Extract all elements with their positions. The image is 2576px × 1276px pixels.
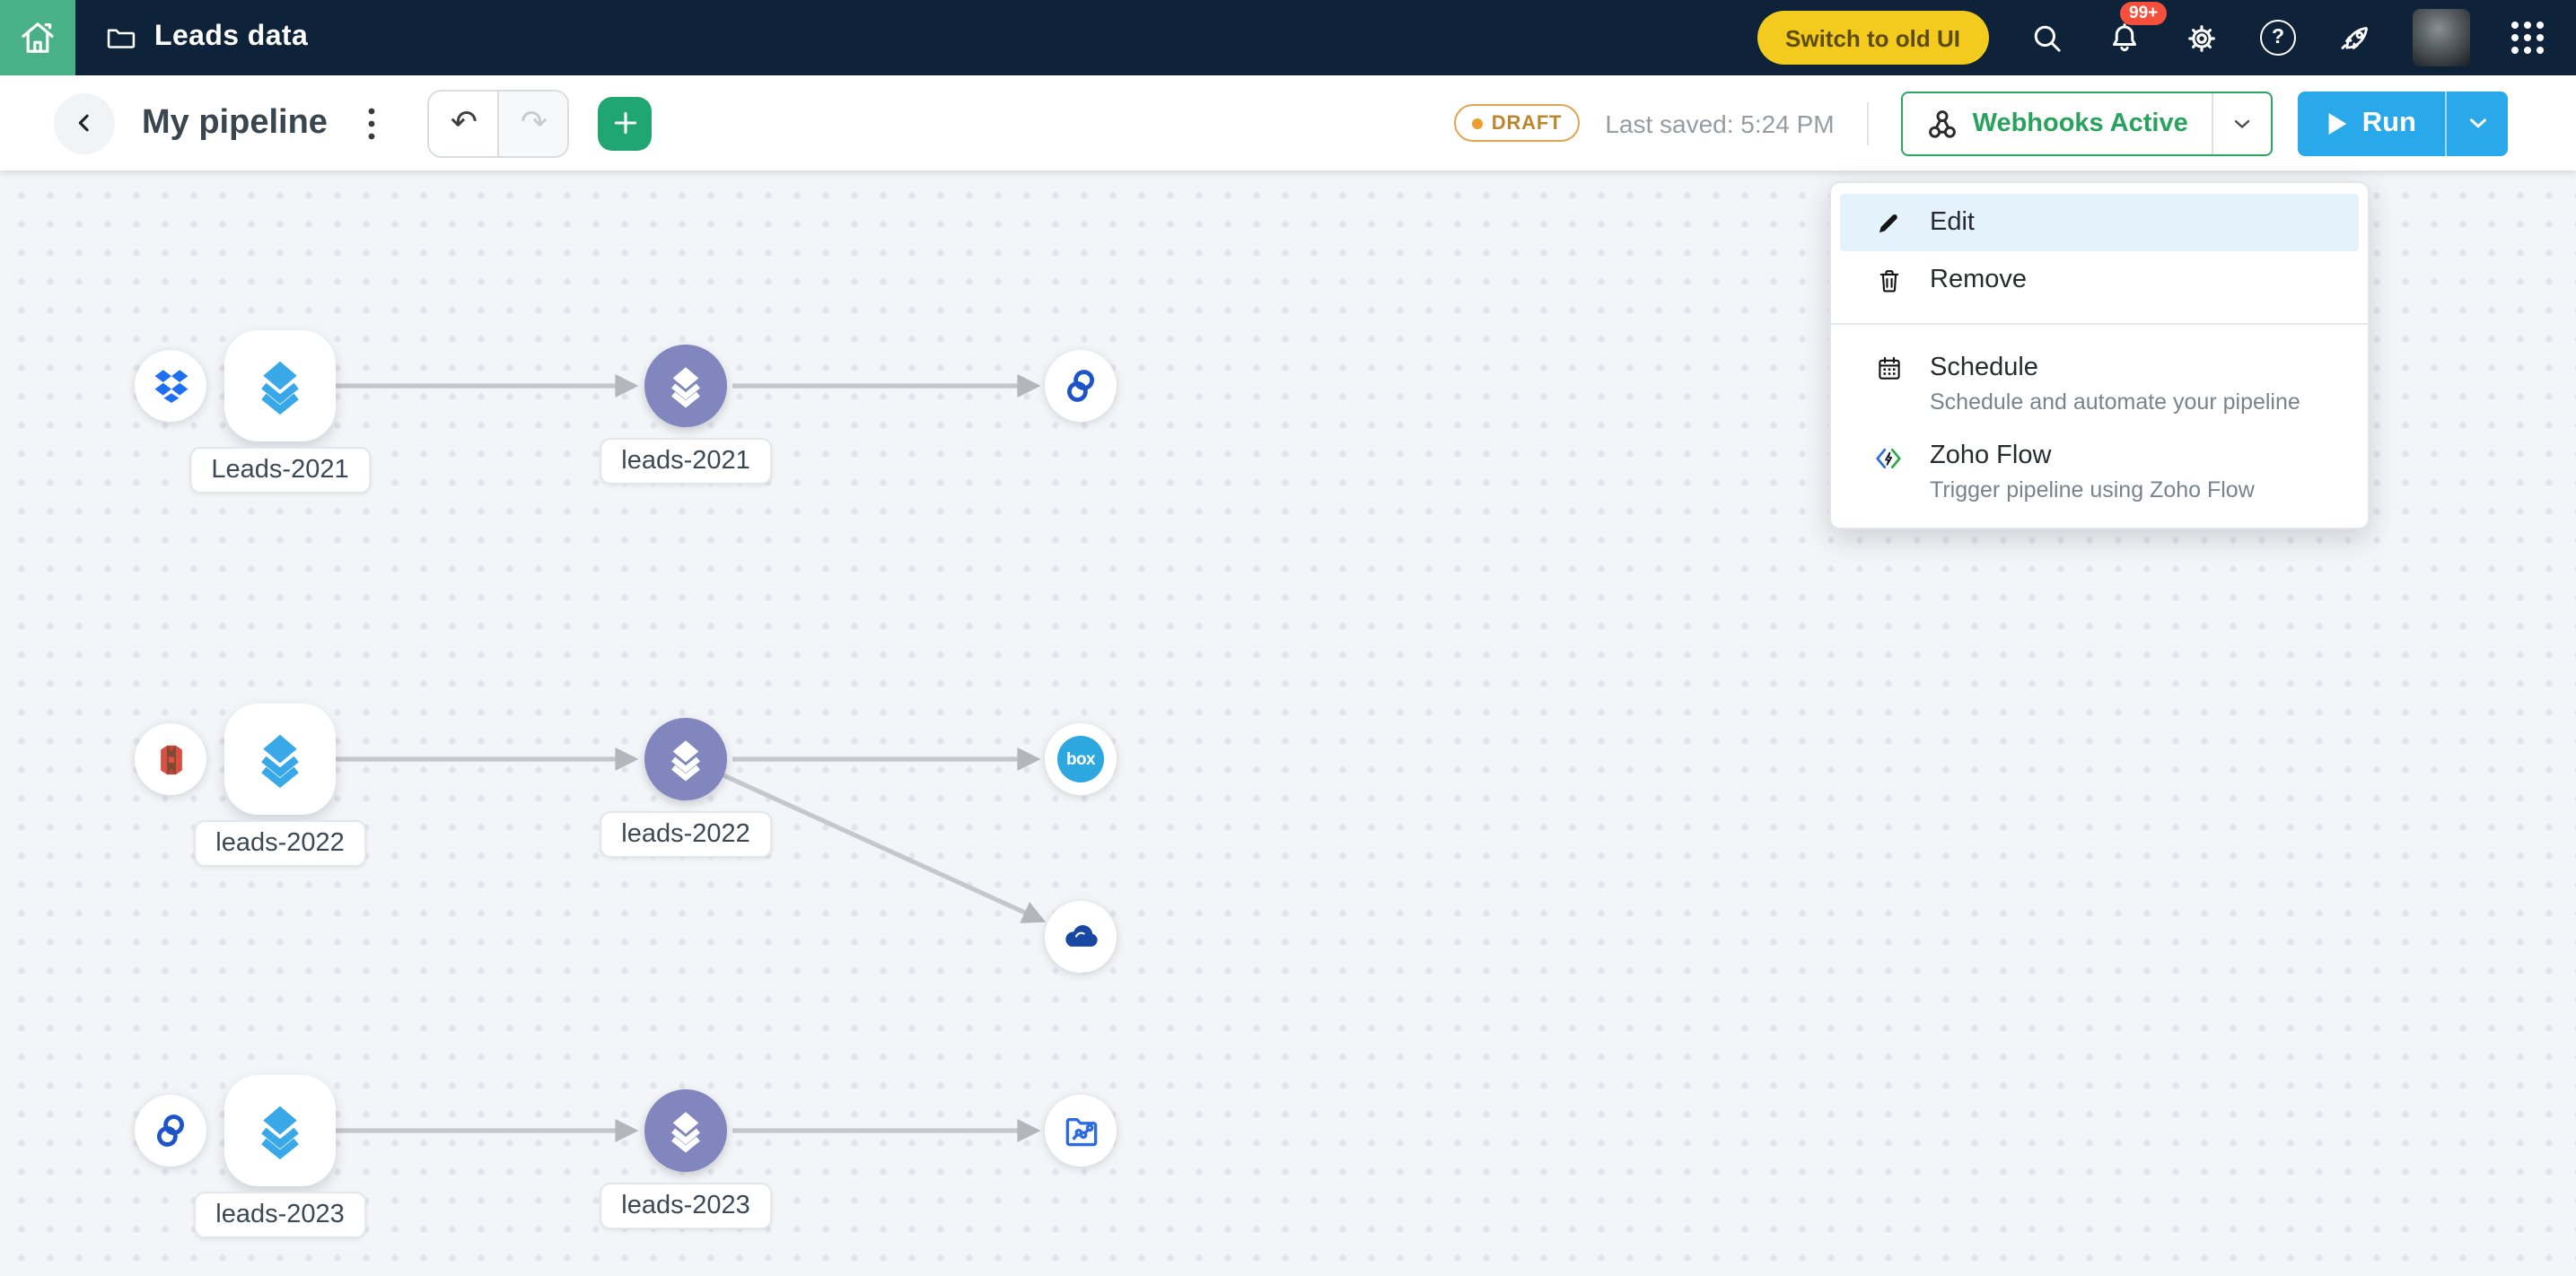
node-label[interactable]: leads-2023	[194, 1192, 366, 1238]
dataset-stack-icon	[671, 367, 700, 408]
pipeline-context-menu: Edit Remove Schedule	[1829, 181, 2370, 529]
node-label[interactable]: leads-2022	[600, 811, 772, 858]
dataset-stack-icon	[671, 740, 700, 782]
transform-node[interactable]	[644, 345, 727, 427]
kebab-menu-icon	[369, 107, 376, 139]
search-button[interactable]	[2027, 18, 2066, 57]
menu-item-remove[interactable]: Remove	[1840, 251, 2359, 309]
source-node[interactable]	[224, 704, 336, 815]
pencil-icon	[1872, 208, 1905, 239]
transform-node[interactable]	[644, 718, 727, 800]
box-destination[interactable]: box	[1045, 723, 1117, 795]
dropbox-icon	[153, 369, 188, 403]
menu-item-schedule[interactable]: Schedule Schedule and automate your pipe…	[1840, 339, 2359, 427]
dataset-stack-icon	[261, 1106, 299, 1160]
pipeline-title: My pipeline	[142, 103, 328, 141]
amazon-s3-icon	[160, 744, 181, 774]
connector-line	[722, 773, 1047, 923]
zoho-crm-destination[interactable]	[1045, 350, 1117, 422]
apps-grid-icon	[2510, 21, 2545, 55]
amazon-s3-source-badge[interactable]	[135, 723, 206, 795]
redo-button[interactable]: ↷	[497, 91, 568, 155]
last-saved-text: Last saved: 5:24 PM	[1605, 109, 1835, 137]
home-icon	[22, 22, 54, 53]
breadcrumb: Leads data	[104, 21, 308, 55]
zoho-crm-icon	[157, 1114, 184, 1147]
toolbar-right-actions: DRAFT Last saved: 5:24 PM Webhooks Activ…	[1453, 91, 2508, 155]
settings-button[interactable]	[2181, 18, 2221, 57]
topbar-actions: Switch to old UI 99+	[1757, 2, 2547, 66]
menu-item-description: Trigger pipeline using Zoho Flow	[1930, 477, 2255, 503]
top-navigation-bar: Leads data Switch to old UI 99+	[0, 0, 2576, 75]
undo-redo-group: ↶ ↷	[427, 89, 570, 157]
menu-item-zoho-flow[interactable]: Zoho Flow Trigger pipeline using Zoho Fl…	[1840, 427, 2359, 515]
back-button[interactable]	[54, 92, 115, 153]
user-avatar[interactable]	[2413, 9, 2470, 66]
onedrive-icon	[1065, 925, 1098, 947]
apps-launcher-button[interactable]	[2508, 18, 2547, 57]
webhooks-button[interactable]: Webhooks Active	[1900, 91, 2273, 155]
menu-divider	[1831, 323, 2368, 325]
zoho-flow-icon	[1872, 441, 1905, 476]
divider	[1866, 101, 1869, 144]
dataset-stack-icon	[261, 361, 299, 415]
webhooks-label: Webhooks Active	[1972, 109, 2188, 137]
bell-icon	[2111, 22, 2136, 51]
undo-button[interactable]: ↶	[429, 91, 498, 155]
notification-badge: 99+	[2120, 2, 2168, 24]
menu-item-edit[interactable]: Edit	[1840, 194, 2359, 251]
pipeline-canvas[interactable]: Leads-2021 leads-2021	[0, 170, 2576, 1276]
switch-to-old-ui-button[interactable]: Switch to old UI	[1757, 11, 1989, 65]
help-button[interactable]: ?	[2258, 18, 2298, 57]
run-caret-button[interactable]	[2445, 91, 2508, 155]
draft-status-badge: DRAFT	[1453, 104, 1581, 142]
menu-item-description: Schedule and automate your pipeline	[1930, 389, 2300, 415]
plus-icon	[614, 111, 637, 135]
node-label[interactable]: Leads-2021	[189, 447, 371, 494]
search-icon	[2033, 24, 2060, 51]
whats-new-button[interactable]	[2335, 18, 2375, 57]
analytics-folder-icon	[1065, 1117, 1097, 1146]
pipeline-connectors	[334, 374, 1047, 1142]
calendar-icon	[1872, 354, 1905, 384]
workspace-title: Leads data	[154, 22, 309, 52]
webhook-icon	[1928, 109, 1956, 137]
run-label: Run	[2361, 107, 2416, 137]
folder-icon	[107, 28, 136, 48]
chevron-left-icon	[77, 114, 88, 132]
dataset-stack-icon	[671, 1112, 700, 1153]
source-node[interactable]	[224, 1075, 336, 1186]
gear-icon	[2187, 24, 2214, 51]
notifications-button[interactable]: 99+	[2104, 2, 2168, 57]
trash-icon	[1872, 266, 1905, 296]
zoho-analytics-destination[interactable]	[1045, 1095, 1117, 1167]
zoho-crm-icon	[1067, 370, 1094, 402]
box-icon: box	[1057, 736, 1104, 782]
add-stage-button[interactable]	[598, 96, 653, 150]
chevron-down-icon	[2234, 118, 2249, 127]
node-label[interactable]: leads-2023	[600, 1183, 772, 1229]
source-node[interactable]	[224, 330, 336, 441]
node-label[interactable]: leads-2022	[194, 820, 366, 867]
help-icon: ?	[2260, 20, 2296, 56]
node-label[interactable]: leads-2021	[600, 438, 772, 485]
home-button[interactable]	[0, 0, 75, 75]
zoho-crm-source-badge[interactable]	[135, 1095, 206, 1167]
onedrive-destination[interactable]	[1045, 901, 1117, 973]
chevron-down-icon	[2469, 118, 2485, 128]
webhooks-caret-button[interactable]	[2211, 92, 2271, 153]
run-button[interactable]: Run	[2297, 91, 2508, 155]
pipeline-options-button[interactable]	[356, 103, 389, 143]
draft-dot-icon	[1471, 118, 1483, 128]
rocket-icon	[2340, 26, 2367, 48]
dataset-stack-icon	[261, 734, 299, 789]
play-icon	[2328, 112, 2347, 134]
pipeline-toolbar: My pipeline ↶ ↷ DRAFT Last saved: 5:24 P…	[0, 75, 2576, 170]
transform-node[interactable]	[644, 1089, 727, 1172]
dropbox-source-badge[interactable]	[135, 350, 206, 422]
